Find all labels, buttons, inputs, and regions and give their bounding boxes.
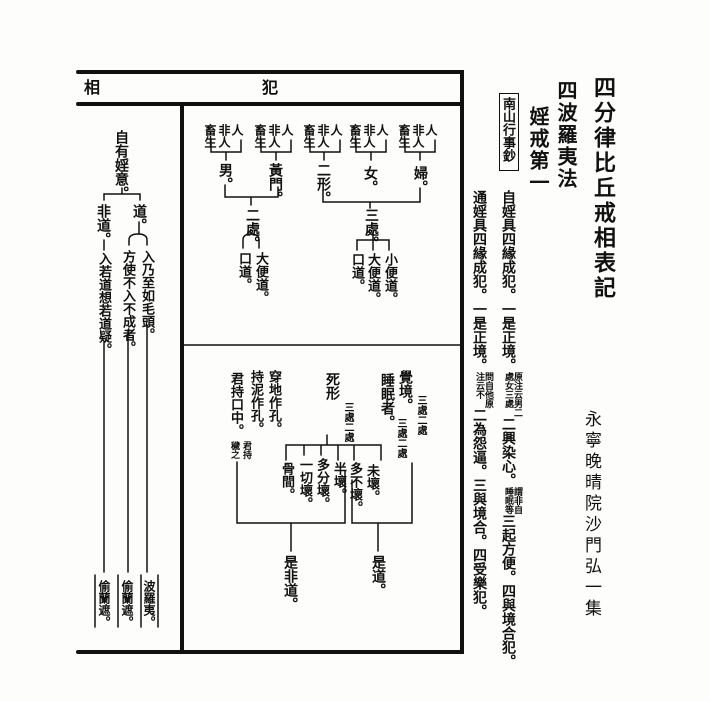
item-ground-hole: 穿地作孔。: [266, 370, 281, 435]
root-intent: 自有婬意。: [113, 130, 129, 200]
being-human: 人: [424, 124, 438, 136]
group-hermaphrodite: 二形。: [315, 163, 331, 205]
item-note: 穢之: [229, 441, 239, 459]
group-woman: 婦。: [412, 166, 428, 194]
result-parajika: 波羅夷。: [142, 580, 156, 628]
upper-brackets: [210, 139, 436, 251]
orifice-anus: 大便道。: [365, 253, 380, 305]
intro-column-1: 自婬具四緣成犯。一是正境。原注云男二處女三處二興染心。謂非自睡眠等三起方便。四與…: [500, 190, 522, 668]
being-nonhuman: 非人: [362, 124, 376, 148]
orifice-urethra: 小便道。: [382, 253, 397, 305]
decay-mostly-not: 多不壞。: [347, 462, 362, 514]
awake-label: 覺境。: [397, 370, 413, 412]
item-clay-hole: 持泥作孔。: [248, 370, 263, 435]
section-title: 四波羅夷法: [554, 80, 578, 190]
case-hair-tip: 入乃至如毛頭。: [139, 250, 154, 341]
table-frame: [76, 70, 464, 654]
being-human: 人: [375, 124, 389, 136]
not-path-result: 是非道。: [282, 555, 298, 611]
path-label: 道。: [131, 204, 147, 232]
asleep-note: 三處二處: [395, 418, 406, 458]
result-thullaccaya: 偷蘭遮。: [97, 580, 111, 628]
being-nonhuman: 非人: [316, 124, 330, 148]
case-path-thought: 入若道想若道疑。: [96, 252, 111, 356]
left-brackets: [94, 187, 159, 628]
dead-body-note: 三處二處: [342, 402, 353, 442]
is-path-result: 是道。: [370, 555, 386, 597]
source-stamp: 南山行事鈔: [499, 93, 519, 171]
being-animal: 畜生: [302, 124, 316, 148]
group-eunuch: 黃門。: [267, 163, 283, 205]
decay-half: 半壞。: [331, 462, 346, 501]
intro-note: 問自他原注云不: [474, 372, 493, 408]
header-label-offense: 犯: [262, 78, 279, 97]
being-animal: 畜生: [253, 124, 267, 148]
decay-bones: 骨間。: [279, 462, 294, 501]
author-credit: 永寧晚晴院沙門弘一集: [581, 410, 601, 620]
decay-mostly: 多分壞。: [314, 458, 329, 510]
lower-brackets: [236, 434, 413, 552]
decay-none: 未壞。: [364, 464, 379, 503]
being-animal: 畜生: [348, 124, 362, 148]
chapter-title: 婬戒第一: [526, 106, 550, 194]
orifice-mouth: 口道。: [236, 252, 251, 291]
item-mouth: 君持口中。: [228, 372, 243, 437]
book-title: 四分律比丘戒相表記: [590, 76, 616, 301]
orifice-anus: 大便道。: [253, 252, 268, 304]
header-label-characteristics: 相: [84, 78, 101, 97]
being-animal: 畜生: [397, 124, 411, 148]
being-human: 人: [329, 124, 343, 136]
stamp-text: 南山行事鈔: [500, 97, 515, 162]
dead-body-label: 死形: [324, 372, 340, 400]
intro-note: 謂非自睡眠等: [503, 487, 522, 514]
group-female: 女。: [362, 166, 378, 194]
intro-text: 通婬具四緣成犯。一是正境。: [471, 190, 487, 372]
group-male: 男。: [217, 163, 233, 191]
intro-text: 二興染心。: [500, 417, 516, 487]
awake-note: 三處二處: [415, 395, 426, 435]
intro-column-2: 通婬具四緣成犯。一是正境。問自他原注云不二為怨逼。三與境合。四受樂犯。: [471, 190, 493, 618]
asleep-label: 睡眠者。: [379, 373, 395, 429]
intro-text: 三起方便。四與境合犯。: [500, 514, 516, 668]
intro-text: 自婬具四緣成犯。一是正境。: [500, 190, 516, 372]
intro-note: 原注云男二處女三處: [503, 372, 522, 417]
item-note: 君持: [241, 441, 251, 459]
non-path-label: 非道。: [95, 204, 111, 246]
case-expedient: 方使不入不成者。: [120, 250, 135, 354]
being-human: 人: [280, 124, 294, 136]
being-nonhuman: 非人: [267, 124, 281, 148]
three-places-label: 三處。: [363, 208, 379, 250]
decay-all: 一切壞。: [297, 458, 312, 510]
intro-text: 二為怨逼。三與境合。四受樂犯。: [471, 408, 487, 618]
result-thullaccaya: 偷蘭遮。: [120, 580, 134, 628]
two-places-label: 二處。: [244, 208, 260, 250]
being-human: 人: [230, 124, 244, 136]
being-animal: 畜生: [203, 124, 217, 148]
being-nonhuman: 非人: [217, 124, 231, 148]
being-nonhuman: 非人: [411, 124, 425, 148]
orifice-mouth: 口道。: [349, 253, 364, 292]
